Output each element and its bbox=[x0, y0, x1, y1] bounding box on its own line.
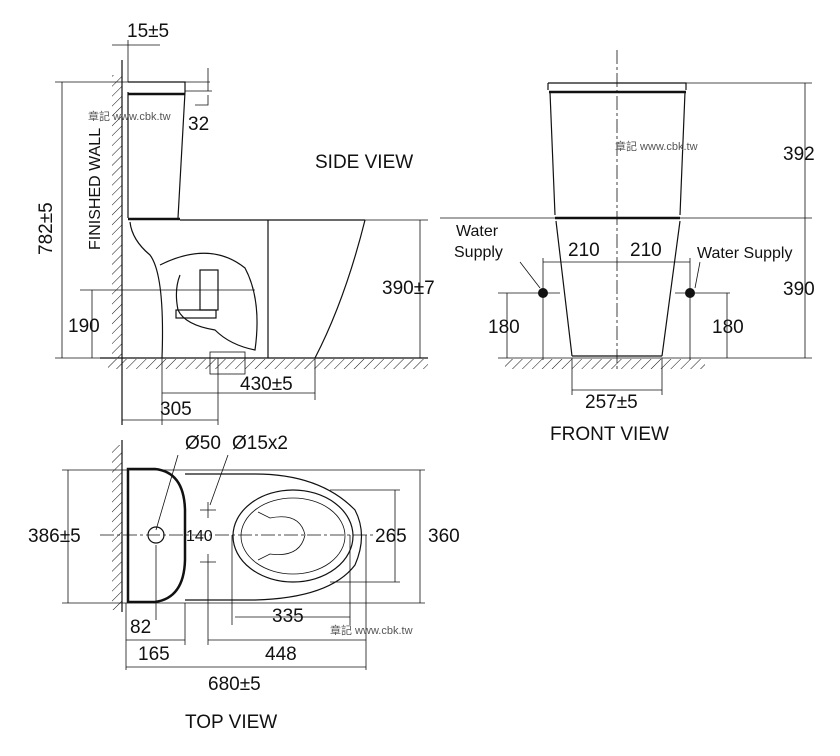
floor-hatch bbox=[108, 359, 428, 369]
wall-hatch bbox=[112, 75, 122, 358]
outlet-flange bbox=[175, 309, 217, 319]
side-view-title: SIDE VIEW bbox=[315, 152, 413, 173]
dim-outlet-dia: Ø50 bbox=[185, 433, 221, 454]
bolt-holes bbox=[200, 502, 216, 570]
dim-tank-width: 386±5 bbox=[28, 526, 81, 547]
floor-flange bbox=[209, 351, 246, 375]
dim-line-32 bbox=[185, 68, 212, 106]
water-supply-label-left-2: Supply bbox=[454, 244, 503, 261]
leader-15 bbox=[209, 454, 229, 506]
top-view-title: TOP VIEW bbox=[185, 712, 277, 733]
finished-wall-label: FINISHED WALL bbox=[87, 128, 104, 250]
front-view-title: FRONT VIEW bbox=[550, 424, 669, 445]
dim-bolt-spacing: 140 bbox=[186, 528, 213, 545]
side-view: 782±5 FINISHED WALL 15±5 32 SIDE VIEW 39… bbox=[36, 21, 435, 425]
dim-seat-length: 335 bbox=[272, 606, 304, 627]
watermark: 章記 www.cbk.tw bbox=[88, 109, 171, 123]
dim-wall-gap: 15±5 bbox=[127, 21, 169, 42]
dim-tank-depth: 165 bbox=[138, 644, 170, 665]
bowl-outline bbox=[555, 220, 681, 357]
dim-total-height: 782±5 bbox=[36, 202, 57, 255]
leader-50 bbox=[155, 454, 179, 531]
trapway bbox=[159, 252, 258, 351]
bowl-front-curve bbox=[314, 219, 366, 359]
dim-outlet-height: 190 bbox=[68, 316, 100, 337]
watermark: 章記 www.cbk.tw bbox=[330, 623, 413, 637]
tank-outline bbox=[127, 81, 186, 219]
dim-lid: 32 bbox=[188, 114, 209, 135]
dim-bolt-holes: Ø15x2 bbox=[232, 433, 288, 454]
watermark: 章記 www.cbk.tw bbox=[615, 139, 698, 153]
water-supply-label-left-1: Water bbox=[456, 223, 499, 240]
bowl-outline bbox=[185, 473, 363, 601]
leader-right bbox=[694, 261, 701, 289]
front-view: 392 390 210 210 Water Supply Water Suppl… bbox=[440, 50, 815, 445]
dim-outlet-front: 430±5 bbox=[240, 374, 293, 395]
dim-total-length: 680±5 bbox=[208, 674, 261, 695]
dim-tank-height: 392 bbox=[783, 144, 815, 165]
dim-seat-width: 265 bbox=[375, 526, 407, 547]
tank-outline bbox=[126, 467, 187, 604]
dim-bowl-height: 390 bbox=[783, 279, 815, 300]
outlet-hole bbox=[147, 526, 165, 544]
trapway-back bbox=[129, 221, 164, 359]
dim-right-offset: 210 bbox=[630, 240, 662, 261]
dim-left-offset: 210 bbox=[568, 240, 600, 261]
top-view: 386±5 Ø50 Ø15x2 140 265 360 335 82 165 4… bbox=[28, 433, 460, 733]
seat-inner bbox=[240, 497, 346, 575]
water-supply-label-right: Water Supply bbox=[697, 245, 792, 262]
dim-base-width: 257±5 bbox=[585, 392, 638, 413]
dim-right-supply-height: 180 bbox=[712, 317, 744, 338]
leader-left bbox=[519, 261, 541, 289]
dim-bowl-length: 448 bbox=[265, 644, 297, 665]
dim-bowl-width: 360 bbox=[428, 526, 460, 547]
dim-outlet-wall: 305 bbox=[160, 399, 192, 420]
dim-seat-height: 390±7 bbox=[382, 278, 435, 299]
seat-outline bbox=[232, 489, 354, 583]
dim-left-supply-height: 180 bbox=[488, 317, 520, 338]
bowl-opening bbox=[257, 511, 306, 561]
floor-hatch bbox=[505, 359, 705, 369]
wall-hatch bbox=[112, 445, 122, 610]
dim-outlet-wall: 82 bbox=[130, 617, 151, 638]
